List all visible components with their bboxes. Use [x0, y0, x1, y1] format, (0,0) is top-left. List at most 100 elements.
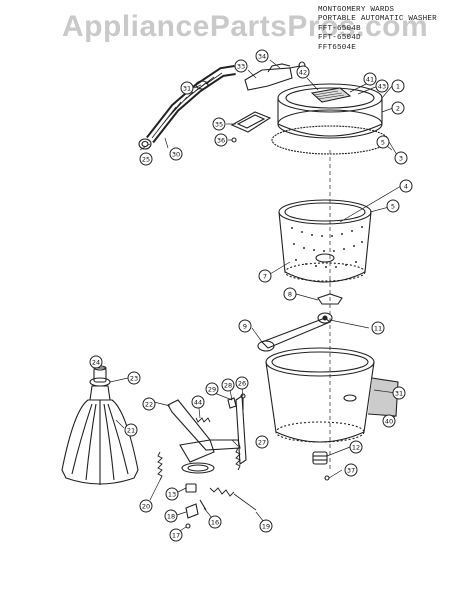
callout-30: 30	[169, 147, 183, 161]
svg-text:11: 11	[374, 325, 382, 333]
callout-1: 1	[391, 79, 405, 93]
leader-lines	[95, 59, 402, 533]
callout-35: 35	[212, 117, 226, 131]
svg-text:16: 16	[211, 519, 219, 527]
spring-20	[157, 451, 163, 481]
washer-18	[185, 503, 199, 519]
svg-text:19: 19	[262, 523, 270, 531]
callout-4: 4	[399, 179, 413, 193]
outer-tub	[265, 347, 399, 443]
svg-text:33: 33	[237, 63, 245, 71]
screw-37	[324, 475, 330, 481]
screw-36	[231, 137, 237, 143]
tub-top-ring	[277, 83, 383, 139]
callout-29: 29	[205, 382, 219, 396]
svg-text:44: 44	[194, 399, 202, 407]
svg-text:9: 9	[243, 323, 247, 331]
svg-text:36: 36	[217, 137, 225, 145]
svg-text:30: 30	[172, 151, 180, 159]
brake-lever	[257, 312, 333, 352]
callout-36: 36	[214, 133, 228, 147]
svg-text:5: 5	[381, 139, 385, 147]
callout-9: 9	[238, 319, 252, 333]
tub-gasket	[271, 125, 389, 155]
callout-5b: 5	[386, 199, 400, 213]
svg-text:37: 37	[347, 467, 355, 475]
callout-37: 37	[344, 463, 358, 477]
svg-text:12: 12	[352, 444, 360, 452]
hose-clamp-upper	[195, 80, 209, 90]
svg-text:13: 13	[168, 491, 176, 499]
spring-27	[235, 447, 241, 471]
svg-text:40: 40	[385, 418, 393, 426]
filter-cap	[230, 111, 272, 133]
callout-17: 17	[169, 528, 183, 542]
callout-8: 8	[283, 287, 297, 301]
hose-coupling	[138, 138, 152, 150]
callout-13: 13	[165, 487, 179, 501]
callout-19: 19	[259, 519, 273, 533]
agitator	[61, 365, 139, 485]
svg-text:25: 25	[142, 156, 150, 164]
callout-43: 43	[375, 79, 389, 93]
callout-42: 42	[296, 65, 310, 79]
callout-12: 12	[349, 440, 363, 454]
callout-41: 41	[363, 72, 377, 86]
screw-17	[185, 523, 191, 529]
svg-text:35: 35	[215, 121, 223, 129]
svg-text:34: 34	[258, 53, 266, 61]
bearing-13	[185, 483, 197, 493]
title-line-model-1: FFT-6504B	[318, 24, 361, 33]
callout-26: 26	[235, 376, 249, 390]
callout-25: 25	[139, 152, 153, 166]
callout-81: 31	[392, 386, 406, 400]
callout-28: 28	[221, 378, 235, 392]
callout-27: 27	[255, 435, 269, 449]
title-block: MONTGOMERY WARDS PORTABLE AUTOMATIC WASH…	[318, 6, 437, 53]
callout-23: 23	[127, 371, 141, 385]
svg-text:26: 26	[238, 380, 246, 388]
callout-44: 44	[191, 395, 205, 409]
drive-bracket	[167, 395, 247, 465]
callout-5: 5	[376, 135, 390, 149]
spring-44	[195, 417, 211, 423]
callout-21: 21	[124, 423, 138, 437]
callout-20: 20	[139, 499, 153, 513]
title-line-model-3: FFT6504E	[318, 43, 357, 52]
callout-31: 31	[180, 81, 194, 95]
callout-3: 3	[394, 151, 408, 165]
washer-16	[199, 499, 207, 511]
svg-text:17: 17	[172, 532, 180, 540]
svg-text:1: 1	[396, 83, 400, 91]
svg-text:2: 2	[396, 105, 400, 113]
callout-2: 2	[391, 101, 405, 115]
spring-19	[209, 487, 235, 497]
callout-16: 16	[208, 515, 222, 529]
svg-text:42: 42	[299, 69, 307, 77]
svg-text:23: 23	[130, 375, 138, 383]
svg-text:43: 43	[378, 83, 386, 91]
svg-text:41: 41	[366, 76, 374, 84]
svg-text:22: 22	[145, 401, 153, 409]
callout-33: 33	[234, 59, 248, 73]
callout-11: 11	[371, 321, 385, 335]
callout-22: 22	[142, 397, 156, 411]
svg-text:24: 24	[92, 359, 100, 367]
svg-text:27: 27	[258, 439, 266, 447]
pump-coupling	[312, 451, 328, 465]
svg-text:21: 21	[127, 427, 135, 435]
svg-text:18: 18	[167, 513, 175, 521]
svg-text:20: 20	[142, 503, 150, 511]
title-line-model-2: FFT-6504D	[318, 34, 361, 43]
svg-text:31: 31	[183, 85, 191, 93]
svg-text:3: 3	[399, 155, 403, 163]
svg-text:31: 31	[395, 390, 403, 398]
title-line-brand: MONTGOMERY WARDS	[318, 6, 395, 14]
callout-7: 7	[258, 269, 272, 283]
svg-text:5: 5	[391, 203, 395, 211]
svg-text:4: 4	[404, 183, 408, 191]
wash-basket	[278, 199, 372, 283]
svg-text:8: 8	[288, 291, 292, 299]
title-line-product: PORTABLE AUTOMATIC WASHER	[318, 15, 437, 24]
